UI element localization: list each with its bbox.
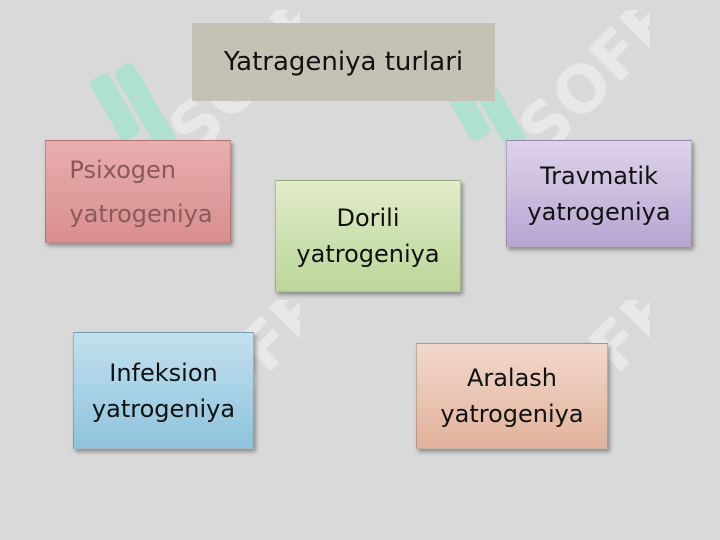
type-label-travmatik: Travmatik yatrogeniya <box>527 161 671 226</box>
diagram-title-text: Yatrageniya turlari <box>223 47 464 77</box>
type-label-aralash: Aralash yatrogeniya <box>440 364 584 428</box>
diagram-title: Yatrageniya turlari <box>192 23 495 101</box>
type-box-dorili: Dorili yatrogeniya <box>275 180 461 292</box>
type-box-infeksion: Infeksion yatrogeniya <box>73 332 254 449</box>
type-box-psixogen: Psixogen yatrogeniya <box>45 140 231 243</box>
type-label-psixogen: Psixogen yatrogeniya <box>69 155 213 228</box>
type-box-aralash: Aralash yatrogeniya <box>416 343 608 449</box>
type-label-infeksion: Infeksion yatrogeniya <box>91 358 236 423</box>
type-box-travmatik: Travmatik yatrogeniya <box>506 140 692 247</box>
type-label-dorili: Dorili yatrogeniya <box>296 204 440 268</box>
